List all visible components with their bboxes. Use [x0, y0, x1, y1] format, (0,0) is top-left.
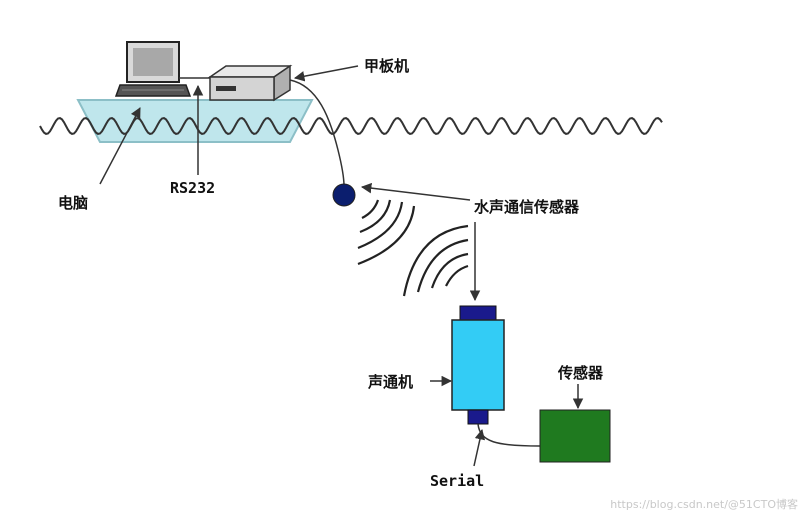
label-acoustic-modem: 声通机	[367, 373, 413, 391]
rs232-connection	[179, 77, 210, 175]
arrow-to-serial	[473, 428, 486, 467]
arrows	[99, 65, 584, 467]
arrow-to-computer	[99, 107, 141, 185]
label-sensor: 传感器	[557, 364, 604, 382]
label-underwater-acoustic-sensor: 水声通信传感器	[474, 198, 580, 216]
label-deck-unit: 甲板机	[364, 57, 409, 75]
boat	[76, 99, 314, 143]
arrow-to-transducer	[360, 182, 471, 201]
serial-cable	[477, 423, 541, 447]
label-serial: Serial	[430, 472, 484, 490]
sensor-box	[539, 409, 611, 463]
acoustic-signal-upper	[357, 199, 416, 266]
laptop-icon	[114, 41, 192, 97]
transducer-ball	[332, 183, 356, 207]
deck-unit-device	[207, 64, 293, 102]
label-computer: 电脑	[58, 194, 88, 212]
transducer-cable	[289, 79, 345, 187]
arrow-to-deck-unit	[293, 65, 359, 82]
watermark: https://blog.csdn.net/@51CTO博客	[610, 497, 798, 511]
water-surface-wave	[39, 117, 663, 135]
acoustic-modem	[451, 305, 505, 425]
acoustic-signal-lower	[402, 224, 469, 297]
label-rs232: RS232	[170, 179, 215, 197]
